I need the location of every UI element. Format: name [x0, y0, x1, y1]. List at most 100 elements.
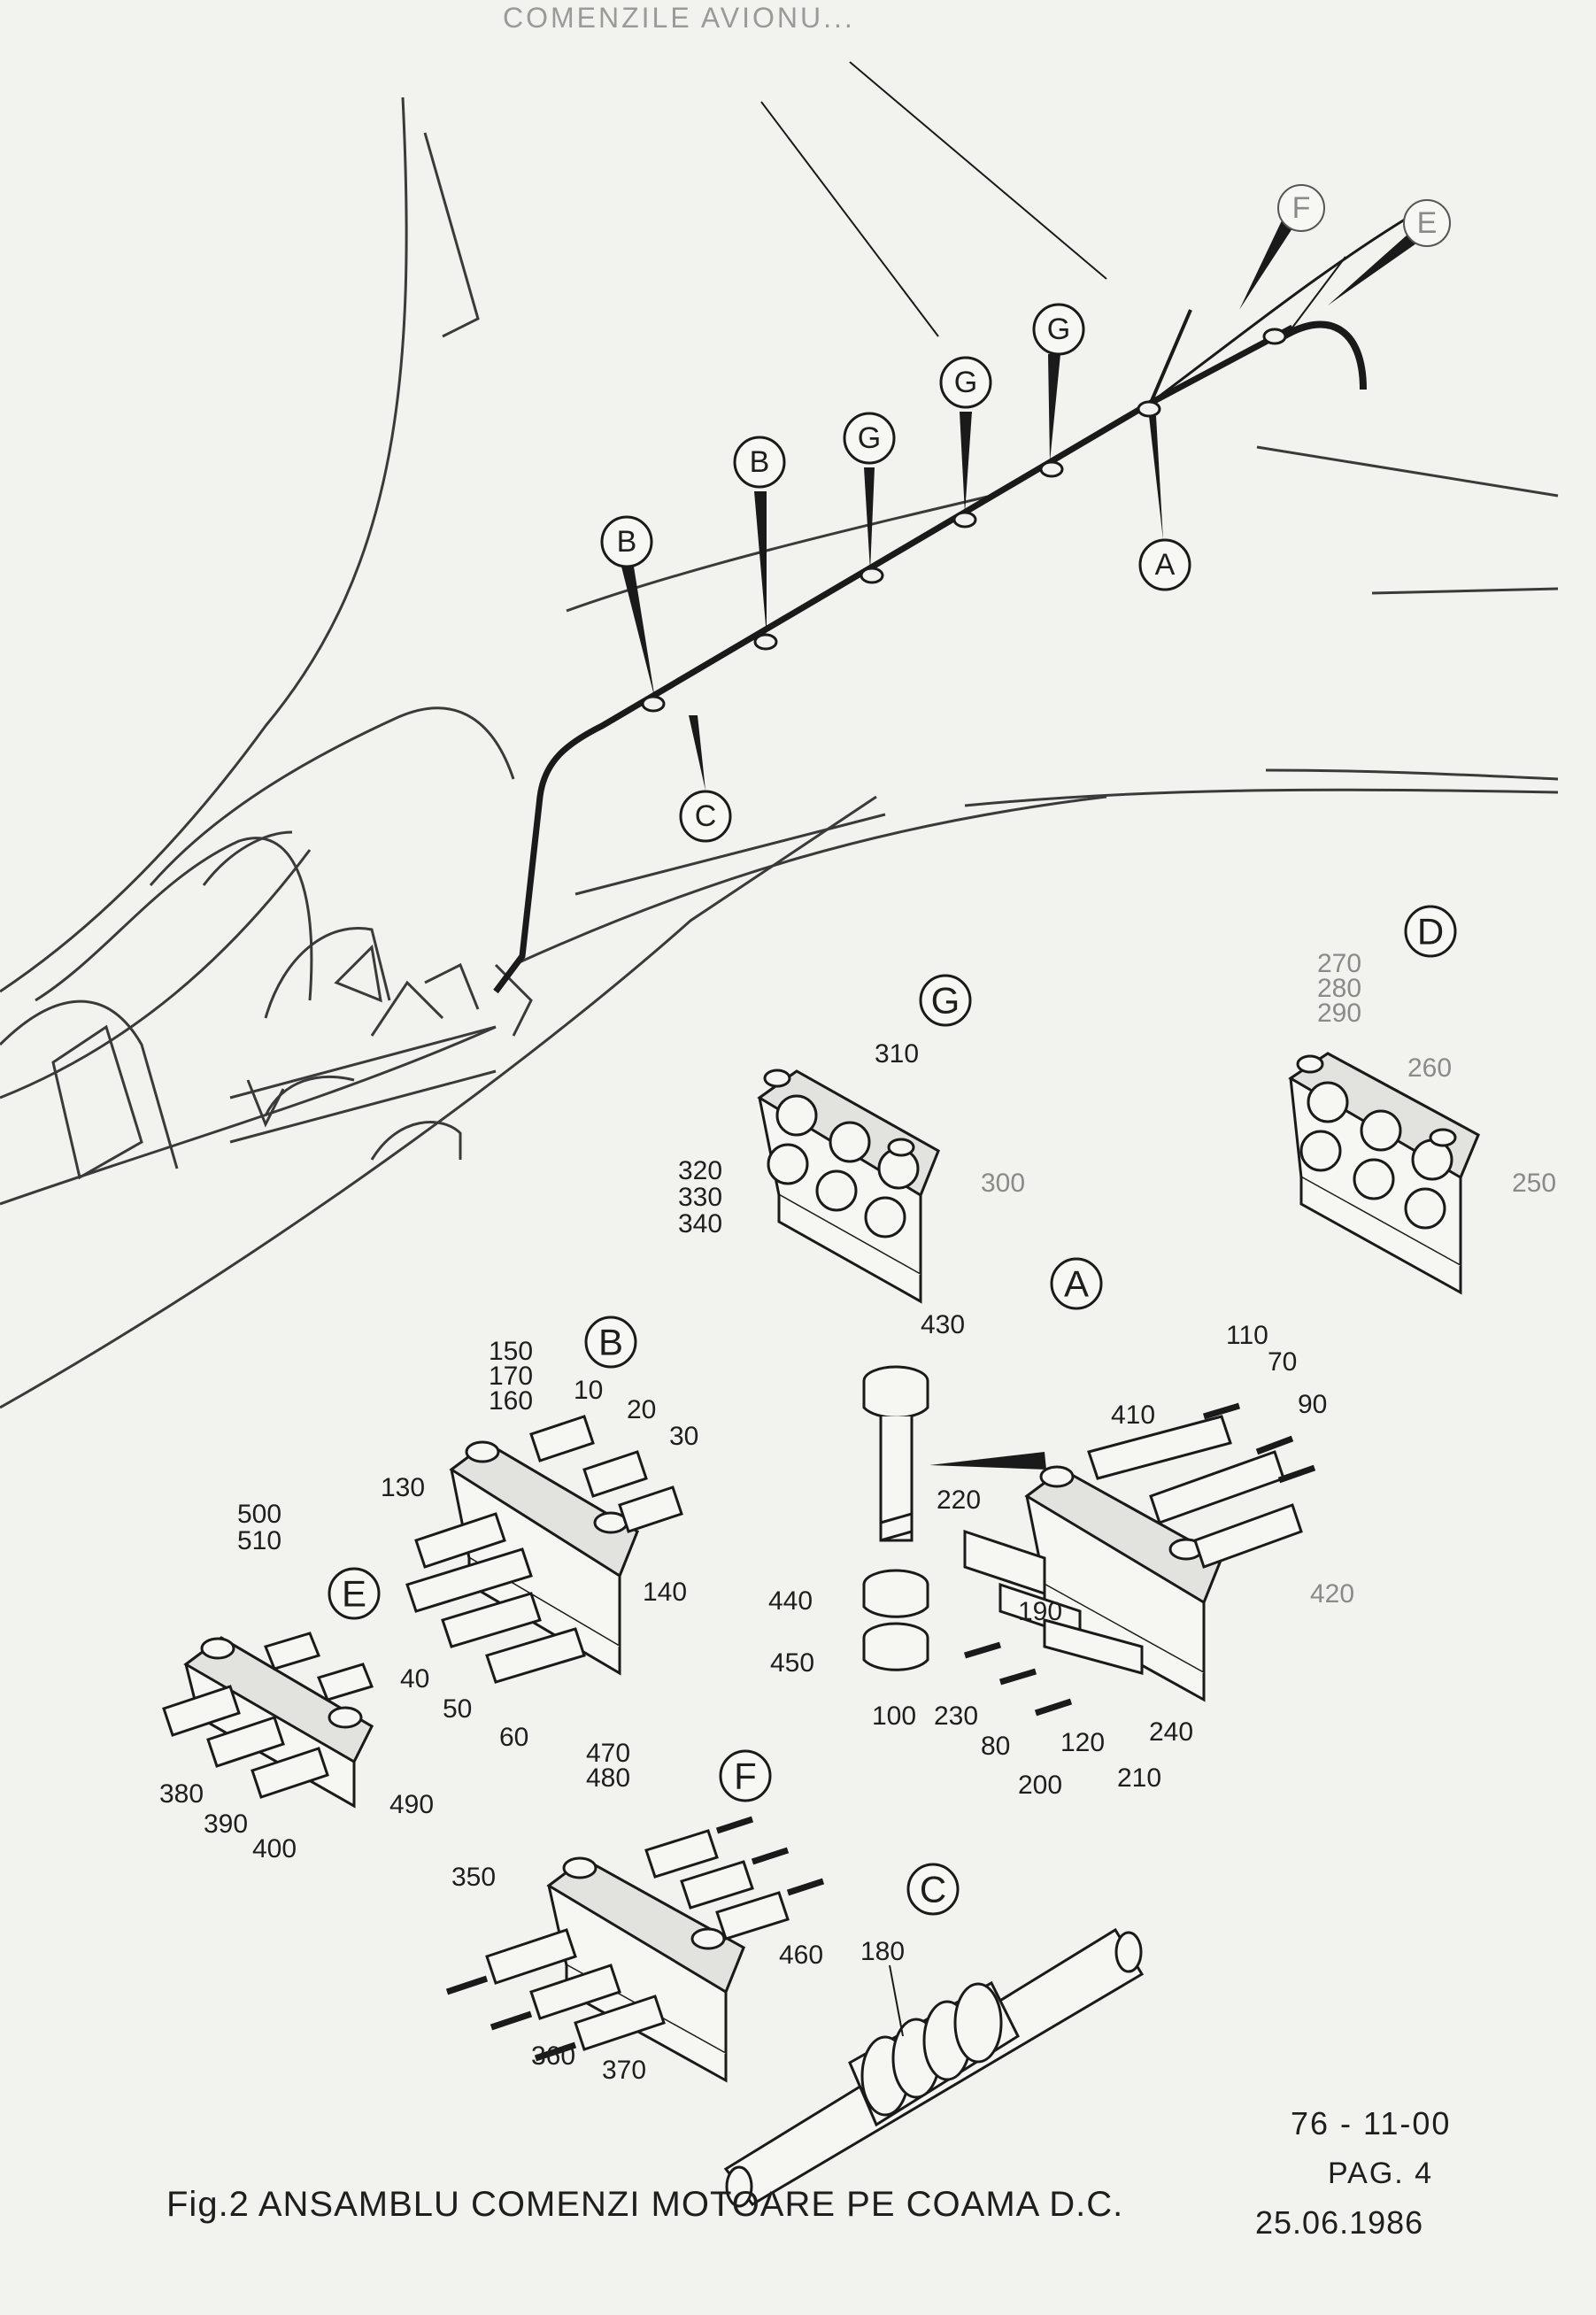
part-label: 30: [669, 1422, 698, 1451]
detail-letter: B: [598, 1322, 623, 1363]
part-label: 470: [586, 1739, 630, 1768]
part-label: 440: [768, 1586, 813, 1616]
part-label: 90: [1298, 1390, 1327, 1419]
part-label: 130: [381, 1473, 425, 1502]
clamp-block-d: [1288, 1052, 1480, 1295]
part-label: 50: [443, 1694, 472, 1724]
clamp-block-a: [963, 1415, 1303, 1702]
part-label: 10: [574, 1376, 603, 1405]
detail-letter: E: [342, 1573, 366, 1615]
part-label: 390: [204, 1810, 248, 1839]
callout-g-2: G: [939, 356, 992, 409]
clamp-block-e: [162, 1632, 374, 1809]
detail-letter: C: [920, 1869, 946, 1910]
part-label: 190: [1018, 1597, 1062, 1626]
part-label: 200: [1018, 1771, 1062, 1800]
callout-letter: G: [954, 366, 977, 399]
part-label: 20: [627, 1395, 656, 1424]
callout-e-top: E: [1403, 199, 1451, 247]
document-code: 76 - 11-00: [1291, 2105, 1452, 2141]
part-label: 450: [770, 1648, 814, 1678]
aircraft-outline: [0, 96, 1559, 1409]
document-date: 25.06.1986: [1255, 2204, 1424, 2241]
part-label: 320: [678, 1156, 722, 1185]
top-caption: COMENZILE AVIONU...: [503, 2, 855, 34]
part-label: 70: [1268, 1347, 1297, 1377]
callout-letter: A: [1155, 548, 1176, 582]
cable-with-spring: [723, 1927, 1145, 2208]
part-label: 380: [159, 1779, 204, 1809]
part-label: 430: [921, 1310, 965, 1339]
part-label: 110: [1226, 1321, 1268, 1350]
part-label: 230: [934, 1702, 978, 1731]
detail-letter: A: [1064, 1263, 1089, 1305]
detail-b: B 150 170 160 10 20 30 130 140 40 50 60: [381, 1316, 698, 1752]
part-label: 270: [1317, 949, 1361, 978]
part-label: 480: [586, 1763, 630, 1793]
part-label: 360: [531, 2041, 575, 2071]
part-label: 240: [1149, 1717, 1193, 1747]
clamp-block-b: [405, 1415, 683, 1684]
detail-letter: D: [1417, 911, 1444, 953]
part-label: 150: [489, 1337, 533, 1366]
part-label: 100: [872, 1702, 916, 1731]
part-label: 290: [1317, 999, 1361, 1028]
part-label: 80: [981, 1732, 1010, 1761]
leader-arrow: [929, 1452, 1046, 1470]
callout-letter: C: [695, 799, 717, 833]
callout-f-top: F: [1277, 184, 1325, 232]
part-label: 490: [389, 1790, 434, 1819]
part-label: 210: [1117, 1763, 1161, 1793]
part-label: 120: [1060, 1728, 1105, 1757]
part-label: 400: [252, 1834, 297, 1864]
callout-letter: F: [1292, 191, 1311, 225]
part-label: 340: [678, 1209, 722, 1239]
callout-g-1: G: [843, 412, 896, 465]
threaded-rods-f: [445, 1816, 825, 2062]
part-label: 280: [1317, 974, 1361, 1003]
part-label: 160: [489, 1386, 533, 1416]
part-label: 500: [237, 1500, 281, 1529]
page-number: PAG. 4: [1328, 2157, 1434, 2190]
detail-d: D 270 280 290 260 250: [1288, 905, 1556, 1295]
route-callouts: B C B G G G A F: [600, 184, 1451, 843]
detail-e: E 500 510 380 390 400 490: [159, 1500, 434, 1864]
part-label: 300: [981, 1169, 1025, 1198]
cable-route: [493, 61, 1417, 994]
part-label: 140: [643, 1578, 687, 1607]
threaded-rods-a: [963, 1402, 1316, 1717]
detail-a: A 430 110 70: [768, 1257, 1354, 1800]
part-label: 410: [1111, 1401, 1155, 1430]
part-label: 310: [875, 1039, 919, 1069]
callout-letter: B: [617, 525, 637, 559]
callout-b-2: B: [733, 436, 786, 489]
route-clamps: [641, 328, 1287, 713]
part-label: 250: [1512, 1169, 1556, 1198]
leader-line: [889, 1964, 904, 2037]
callout-letter: G: [1047, 313, 1070, 346]
bolt-430: [862, 1365, 929, 1671]
callout-leaders: [621, 217, 1416, 791]
clamp-block-f: [485, 1829, 790, 2083]
part-label: 180: [860, 1937, 905, 1966]
detail-g: G 310 320 330 340 300: [678, 974, 1025, 1304]
callout-b-1: B: [600, 515, 653, 568]
detail-f: F 470 480 350 460 360 370: [445, 1739, 825, 2085]
part-label: 330: [678, 1183, 722, 1212]
part-label: 350: [451, 1863, 496, 1892]
part-label: 370: [602, 2056, 646, 2085]
callout-letter: E: [1417, 206, 1438, 240]
callout-letter: G: [858, 421, 881, 455]
callout-g-3: G: [1032, 303, 1085, 356]
callout-a-1: A: [1138, 538, 1191, 591]
part-label: 60: [499, 1723, 528, 1752]
detail-c: C 180: [723, 1863, 1145, 2208]
figure-caption: Fig.2 ANSAMBLU COMENZI MOTOARE PE COAMA …: [166, 2185, 1124, 2224]
callout-letter: B: [750, 445, 770, 479]
detail-letter: F: [734, 1756, 757, 1797]
part-label: 170: [489, 1362, 533, 1391]
part-label: 260: [1407, 1053, 1452, 1083]
part-label: 40: [400, 1664, 429, 1694]
